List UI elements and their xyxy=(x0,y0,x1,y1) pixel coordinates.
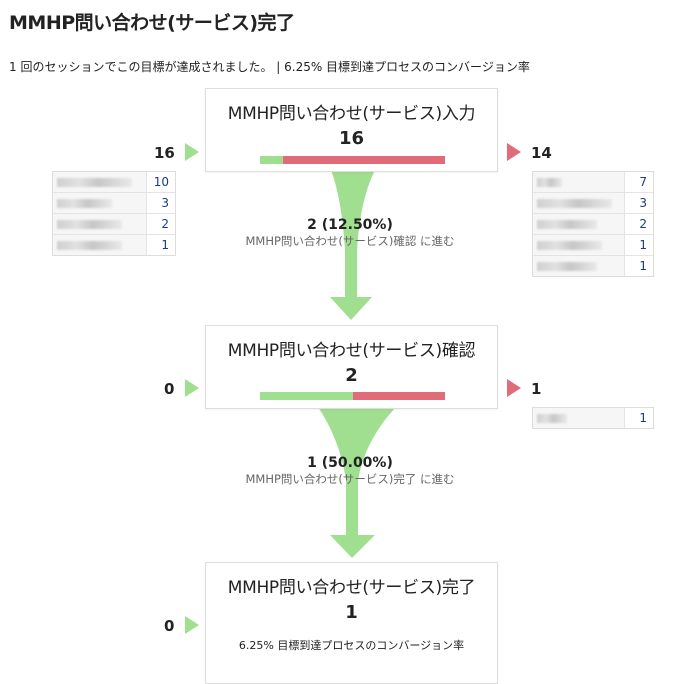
table-row[interactable]: 3 xyxy=(53,192,175,213)
funnel-step-input[interactable]: MMHP問い合わせ(サービス)入力 16 xyxy=(205,88,498,172)
step-name: MMHP問い合わせ(サービス)確認 xyxy=(227,341,476,361)
redacted-label xyxy=(57,177,132,187)
exit-arrow-icon xyxy=(507,379,521,397)
flow-count: 1 (50.00%) xyxy=(307,455,393,471)
step-name: MMHP問い合わせ(サービス)完了 xyxy=(227,578,476,598)
funnel-step-complete[interactable]: MMHP問い合わせ(サービス)完了 1 6.25% 目標到達プロセスのコンバージ… xyxy=(205,562,498,684)
redacted-label xyxy=(537,413,567,423)
row-value: 10 xyxy=(146,172,175,192)
table-row[interactable]: 2 xyxy=(533,213,653,234)
table-row[interactable]: 1 xyxy=(533,234,653,255)
flow-description: MMHP問い合わせ(サービス)確認 に進む xyxy=(245,234,455,248)
entrances-count: 0 xyxy=(164,617,175,635)
exits-count: 14 xyxy=(531,144,552,162)
page-title: MMHP問い合わせ(サービス)完了 xyxy=(9,12,295,34)
redacted-label xyxy=(537,240,602,250)
entrance-arrow-icon xyxy=(185,379,199,397)
step-value: 16 xyxy=(338,128,365,149)
row-value: 7 xyxy=(624,172,653,192)
row-value: 1 xyxy=(624,256,653,276)
entrance-arrow-icon xyxy=(185,143,199,161)
entrance-arrow-icon xyxy=(185,616,199,634)
row-value: 3 xyxy=(624,193,653,213)
step-value: 2 xyxy=(345,365,358,386)
redacted-label xyxy=(537,177,562,187)
table-row[interactable]: 1 xyxy=(533,408,653,428)
flow-label-2: 1 (50.00%) MMHP問い合わせ(サービス)完了 に進む xyxy=(200,455,500,487)
step-value: 1 xyxy=(345,602,358,623)
table-row[interactable]: 2 xyxy=(53,213,175,234)
funnel-flow-1 xyxy=(330,170,375,320)
redacted-label xyxy=(57,198,112,208)
flow-count: 2 (12.50%) xyxy=(307,217,393,233)
row-value: 3 xyxy=(146,193,175,213)
redacted-label xyxy=(57,240,122,250)
table-row[interactable]: 3 xyxy=(533,192,653,213)
exit-arrow-icon xyxy=(507,143,521,161)
redacted-label xyxy=(537,198,612,208)
redacted-label xyxy=(57,219,122,229)
exits-count: 1 xyxy=(531,380,542,398)
entrances-count: 16 xyxy=(154,144,175,162)
step-progress-bar xyxy=(260,392,445,400)
funnel-step-confirm[interactable]: MMHP問い合わせ(サービス)確認 2 xyxy=(205,325,498,409)
redacted-label xyxy=(537,219,597,229)
row-value: 1 xyxy=(624,235,653,255)
row-value: 1 xyxy=(624,408,653,428)
table-row[interactable]: 10 xyxy=(53,172,175,192)
table-row[interactable]: 1 xyxy=(53,234,175,255)
exit-destinations-table: 1 xyxy=(532,407,654,429)
table-row[interactable]: 1 xyxy=(533,255,653,276)
redacted-label xyxy=(537,261,597,271)
entrances-count: 0 xyxy=(164,380,175,398)
step-progress-bar xyxy=(260,156,445,164)
table-row[interactable]: 7 xyxy=(533,172,653,192)
step-name: MMHP問い合わせ(サービス)入力 xyxy=(227,104,476,124)
conversion-rate: 6.25% 目標到達プロセスのコンバージョン率 xyxy=(238,639,465,652)
funnel-flow-2 xyxy=(318,407,396,558)
flow-label-1: 2 (12.50%) MMHP問い合わせ(サービス)確認 に進む xyxy=(200,217,500,249)
goal-summary: 1 回のセッションでこの目標が達成されました。 | 6.25% 目標到達プロセス… xyxy=(9,60,530,74)
row-value: 2 xyxy=(146,214,175,234)
entrance-sources-table: 10 3 2 1 xyxy=(52,171,176,256)
row-value: 2 xyxy=(624,214,653,234)
row-value: 1 xyxy=(146,235,175,255)
exit-destinations-table: 7 3 2 1 1 xyxy=(532,171,654,277)
flow-description: MMHP問い合わせ(サービス)完了 に進む xyxy=(245,472,455,486)
